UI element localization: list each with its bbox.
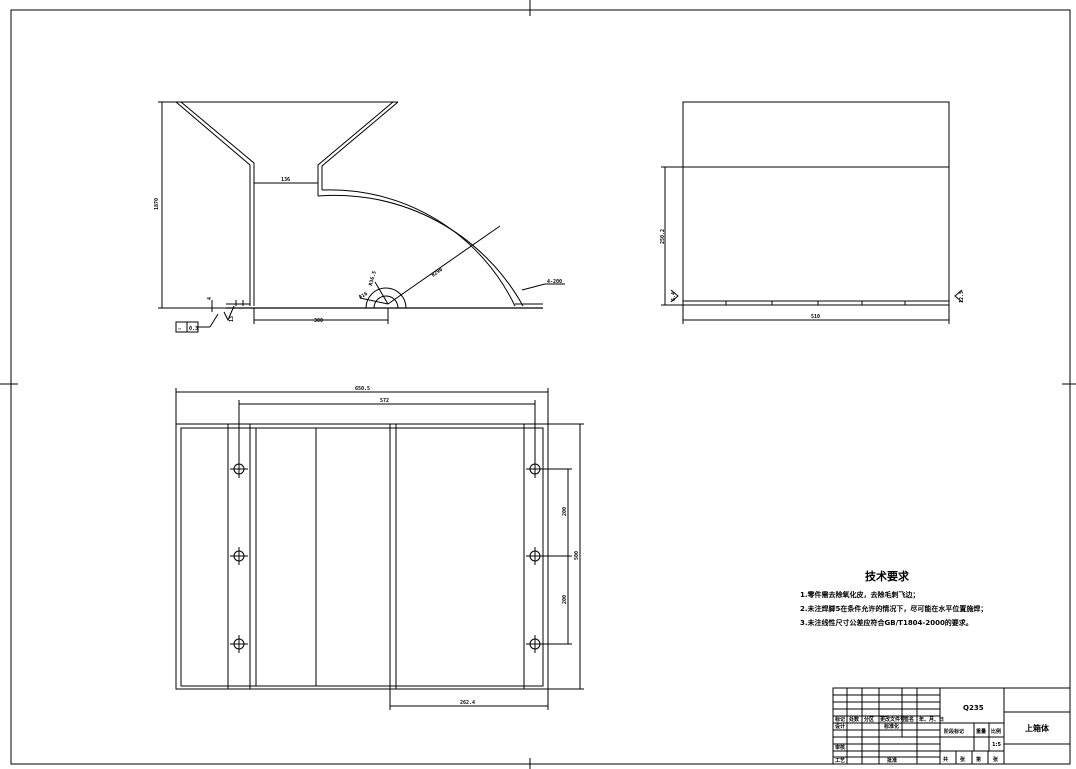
rev-header-mark: 标记	[834, 716, 845, 723]
dim-width-side: 510	[811, 314, 820, 320]
roughness-left: 6.4	[671, 292, 677, 301]
rev-header-count: 处数	[848, 716, 860, 723]
dim-small-radius: R36.5	[368, 270, 378, 286]
dim-gap-136: 136	[281, 177, 290, 183]
top-view-labels: 650.5 572 200 200 500 262.4	[355, 386, 580, 706]
title-block-text: Q235 上箱体 标记 处数 分区 更改文件号 签名 年、月、日 设计 标准化 …	[834, 704, 1050, 764]
dim-spacing-1: 200	[562, 507, 568, 516]
dim-hole-dia: Φ16	[358, 291, 369, 301]
sheets-total-unit: 张	[960, 756, 966, 763]
title-block	[832, 687, 1071, 765]
sheets-total-label: 共	[943, 756, 948, 763]
technical-requirements: 技术要求 1.零件需去除氧化皮，去除毛刺飞边； 2.未注焊脚5在条件允许的情况下…	[800, 569, 987, 627]
dim-offset: 262.4	[460, 700, 475, 706]
part-name: 上箱体	[1025, 723, 1050, 733]
process-label: 工艺	[835, 757, 845, 764]
scale-label: 比例	[991, 728, 1001, 735]
side-view	[661, 101, 963, 324]
sheet-number-unit: 张	[993, 756, 999, 763]
flatness-value: 0.3	[189, 326, 198, 332]
approve-label: 批准	[887, 757, 897, 764]
dim-inner-width: 572	[380, 398, 389, 404]
side-view-labels: 250.2 510 6.4 12.5	[660, 229, 965, 320]
dim-height-side: 250.2	[660, 229, 666, 244]
rev-header-date: 年、月、日	[919, 716, 944, 723]
dim-height-front: 1870	[154, 198, 160, 210]
dim-overall-height: 500	[574, 551, 580, 560]
top-view	[175, 388, 584, 710]
weld-callout: 4-200	[547, 279, 562, 285]
dim-total-width: 650.5	[355, 386, 370, 392]
review-label: 审核	[835, 744, 845, 751]
flatness-symbol: ▱	[178, 326, 181, 332]
dim-thickness-4: 4	[207, 297, 213, 300]
dim-spacing-2: 200	[562, 595, 568, 604]
material-label: Q235	[963, 704, 984, 712]
sheet-number-label: 第	[976, 756, 981, 763]
scale-value: 1:5	[992, 742, 1001, 748]
weight-label: 重量	[976, 728, 986, 735]
dim-width-300: 300	[314, 318, 323, 324]
design-label: 设计	[835, 723, 845, 730]
dim-left-small: 13	[229, 316, 235, 322]
notes-line-3: 3.未注线性尺寸公差应符合GB/T1804-2000的要求。	[800, 618, 973, 627]
rev-header-zone: 分区	[864, 716, 874, 723]
notes-title: 技术要求	[865, 569, 910, 583]
dim-radius-r290: R290	[431, 267, 444, 279]
roughness-right: 12.5	[959, 291, 965, 303]
notes-line-1: 1.零件需去除氧化皮，去除毛刺飞边；	[800, 590, 920, 599]
notes-line-2: 2.未注焊脚5在条件允许的情况下，尽可能在水平位置施焊；	[800, 604, 987, 613]
rev-header-sign: 签名	[903, 716, 914, 723]
stage-label: 阶段标记	[944, 728, 964, 735]
front-view-labels: 1870 136 300 R290 Φ16 R36.5 4 13 ▱ 0.3 4…	[154, 177, 562, 332]
standard-label: 标准化	[883, 723, 899, 730]
rev-header-doc: 更改文件号	[880, 716, 905, 723]
front-view	[158, 101, 565, 333]
